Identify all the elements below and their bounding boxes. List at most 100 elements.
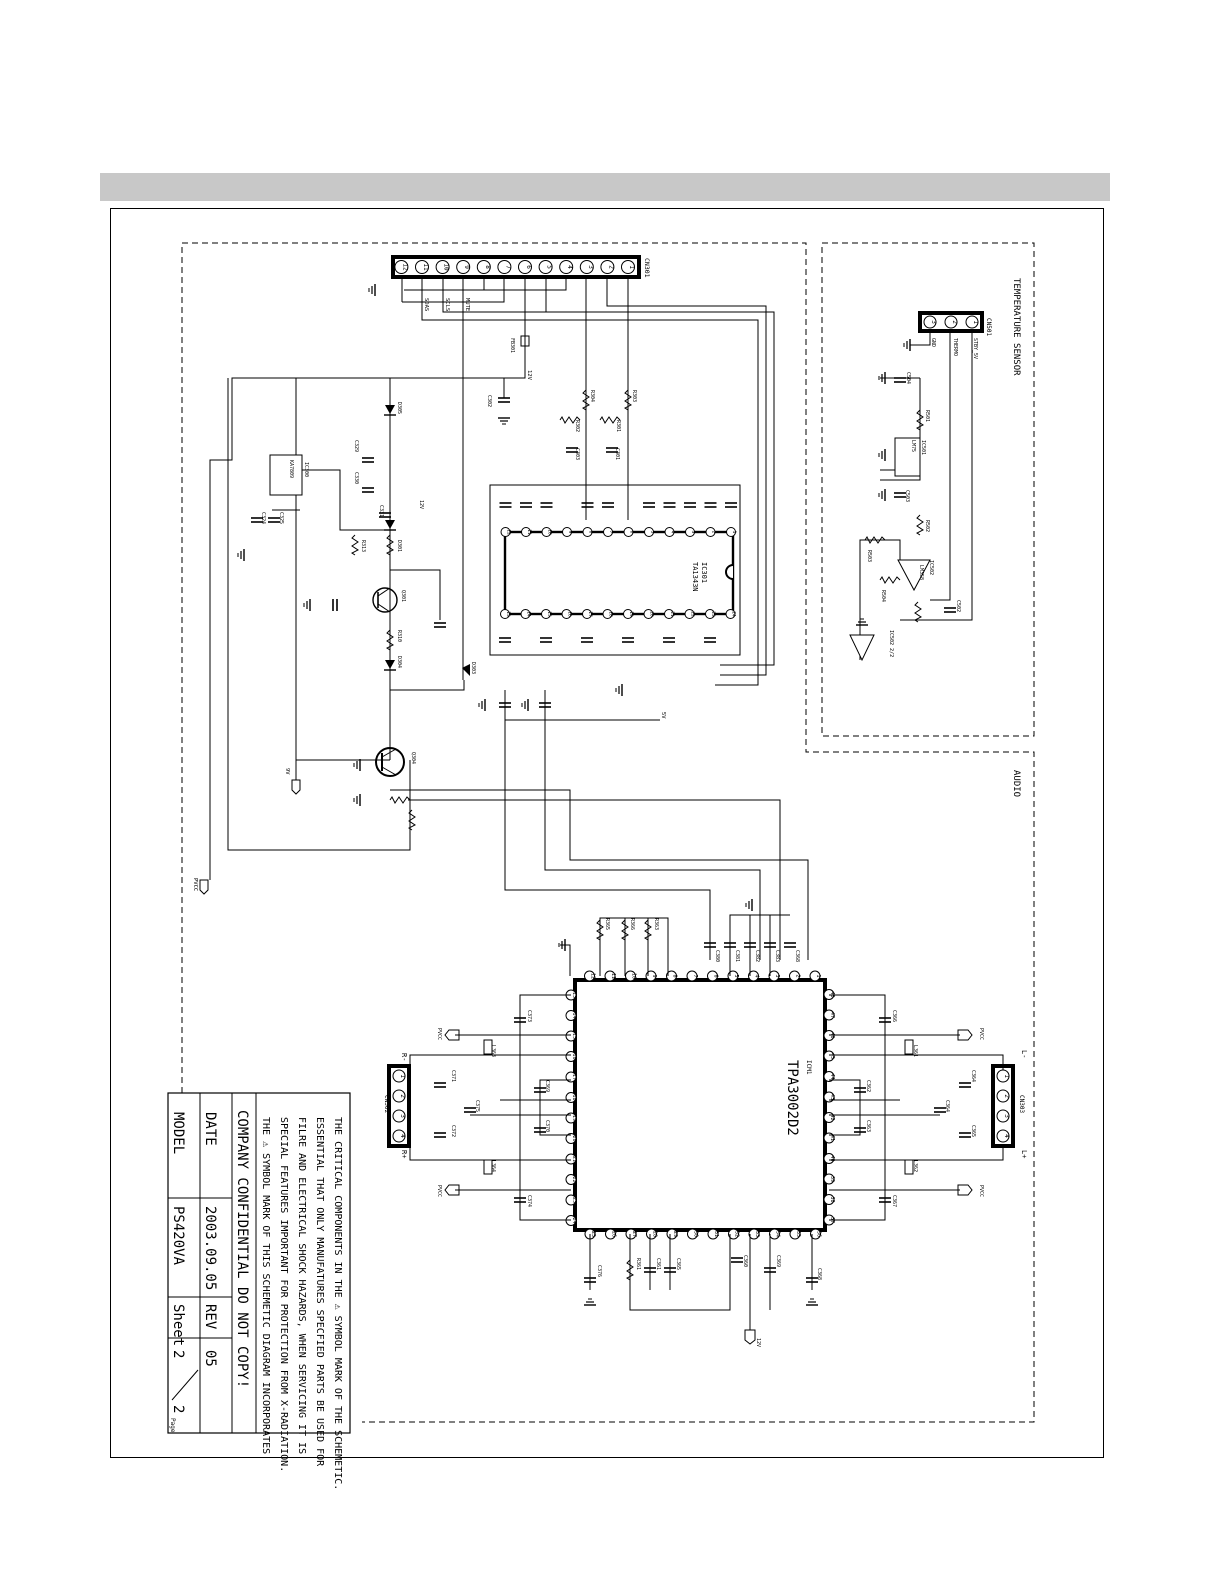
- section-label-temperature: TEMPERATURE SENSOR: [1011, 278, 1021, 376]
- svg-text:IC502: IC502: [928, 560, 934, 575]
- svg-text:KA7809: KA7809: [288, 460, 294, 478]
- pin: [965, 315, 979, 329]
- pin-number: 4: [566, 265, 573, 269]
- pin-number: 5: [649, 531, 655, 534]
- pin: [768, 970, 780, 982]
- pin-number: 4: [399, 1134, 406, 1138]
- svg-text:C502: C502: [955, 600, 961, 612]
- pin: [565, 1133, 577, 1144]
- svg-text:12V: 12V: [418, 500, 424, 509]
- q301: Q301: [372, 587, 406, 613]
- svg-text:L364: L364: [490, 1160, 496, 1172]
- svg-text:C367: C367: [891, 1195, 897, 1207]
- pin-number: 42: [829, 1114, 835, 1120]
- svg-text:L+: L+: [1020, 1150, 1028, 1158]
- pin: [565, 1153, 577, 1165]
- pin-number: 5: [546, 265, 553, 269]
- svg-text:COMPANY CONFIDENTIAL DO NOT CO: COMPANY CONFIDENTIAL DO NOT COPY!: [234, 1110, 250, 1388]
- svg-text:C371: C371: [450, 1070, 456, 1082]
- svg-text:C504: C504: [905, 372, 911, 384]
- svg-text:D301: D301: [396, 540, 402, 552]
- pin-number: 32: [734, 1231, 740, 1237]
- pin-number: 18: [571, 1094, 577, 1100]
- pin-number: 3: [690, 531, 696, 534]
- svg-text:C381: C381: [734, 950, 740, 962]
- pin: [810, 1228, 821, 1240]
- svg-text:12V: 12V: [755, 1338, 761, 1347]
- pin-number: 15: [546, 611, 552, 617]
- svg-text:5V: 5V: [660, 712, 666, 719]
- svg-text:ESSENTIAL THAT ONLY MANUFATURE: ESSENTIAL THAT ONLY MANUFATURES SPECFIED…: [314, 1117, 325, 1467]
- pin: [705, 527, 716, 537]
- pin: [823, 1009, 835, 1021]
- pin-number: 12: [506, 529, 512, 535]
- pin-number: 12: [590, 973, 596, 979]
- pin: [582, 609, 592, 619]
- header-bar: [100, 173, 1110, 201]
- svg-text:R304: R304: [589, 390, 595, 402]
- svg-text:C365: C365: [970, 1125, 976, 1137]
- svg-text:CN301: CN301: [643, 258, 651, 278]
- pin: [823, 1071, 835, 1082]
- svg-text:L-: L-: [1020, 1050, 1028, 1058]
- svg-text:R303: R303: [631, 390, 637, 402]
- svg-text:R365: R365: [604, 918, 610, 930]
- d305: D305: [384, 402, 402, 416]
- pin-number: 35: [795, 1231, 801, 1237]
- pin-number: 20: [571, 1135, 577, 1141]
- pin-number: 5: [733, 974, 739, 977]
- pin: [726, 527, 736, 537]
- pin-number: 27: [631, 1231, 637, 1237]
- capacitor: [539, 637, 553, 643]
- pin: [565, 1174, 577, 1185]
- pin: [748, 1228, 760, 1240]
- svg-text:C364: C364: [970, 1070, 976, 1082]
- svg-text:IC502 2/2: IC502 2/2: [888, 630, 894, 657]
- svg-text:D304: D304: [396, 656, 402, 668]
- pin-number: 14: [571, 1012, 577, 1018]
- pin: [685, 527, 695, 537]
- svg-text:GND: GND: [930, 338, 936, 347]
- pin: [823, 1050, 835, 1062]
- svg-text:C366: C366: [891, 1010, 897, 1022]
- pin-number: 4: [754, 974, 760, 977]
- svg-text:THE ⚠ SYMBOL MARK OF THIS SCHE: THE ⚠ SYMBOL MARK OF THIS SCHEMETIC DIAG…: [260, 1117, 271, 1454]
- capacitor: [539, 502, 554, 508]
- pin-number: 8: [588, 531, 594, 534]
- pin-number: 1: [815, 974, 821, 977]
- pin-number: 11: [610, 973, 616, 979]
- connector-cn501: 123 CN501: [918, 311, 992, 336]
- pin-number: 11: [526, 529, 532, 535]
- capacitor: [642, 502, 656, 508]
- svg-text:C330: C330: [353, 472, 359, 484]
- capacitor: [703, 502, 718, 508]
- pin: [541, 609, 551, 619]
- pin: [392, 1069, 406, 1083]
- svg-text:TA1343N: TA1343N: [691, 562, 699, 592]
- pin: [600, 260, 615, 274]
- svg-text:R366: R366: [629, 918, 635, 930]
- pin: [392, 1129, 406, 1143]
- pin: [565, 1030, 577, 1042]
- pin-number: 16: [567, 611, 573, 617]
- svg-text:L363: L363: [490, 1045, 496, 1057]
- pin: [789, 1228, 801, 1240]
- pin: [582, 527, 593, 537]
- capacitor: [683, 502, 697, 508]
- pin: [565, 1194, 577, 1206]
- svg-text:LM358: LM358: [918, 565, 924, 580]
- pin-number: 10: [443, 263, 450, 271]
- pin: [725, 609, 736, 619]
- pin-number: 29: [672, 1231, 678, 1237]
- pin: [602, 609, 613, 619]
- power-wires: [227, 378, 809, 960]
- svg-text:C301: C301: [614, 448, 620, 460]
- pin-number: 6: [629, 531, 635, 534]
- svg-text:FB301: FB301: [509, 338, 515, 353]
- pin-number: 21: [571, 1156, 577, 1162]
- pin: [823, 1194, 835, 1205]
- section-outlines: [181, 242, 1035, 1423]
- pin-number: 7: [608, 531, 614, 534]
